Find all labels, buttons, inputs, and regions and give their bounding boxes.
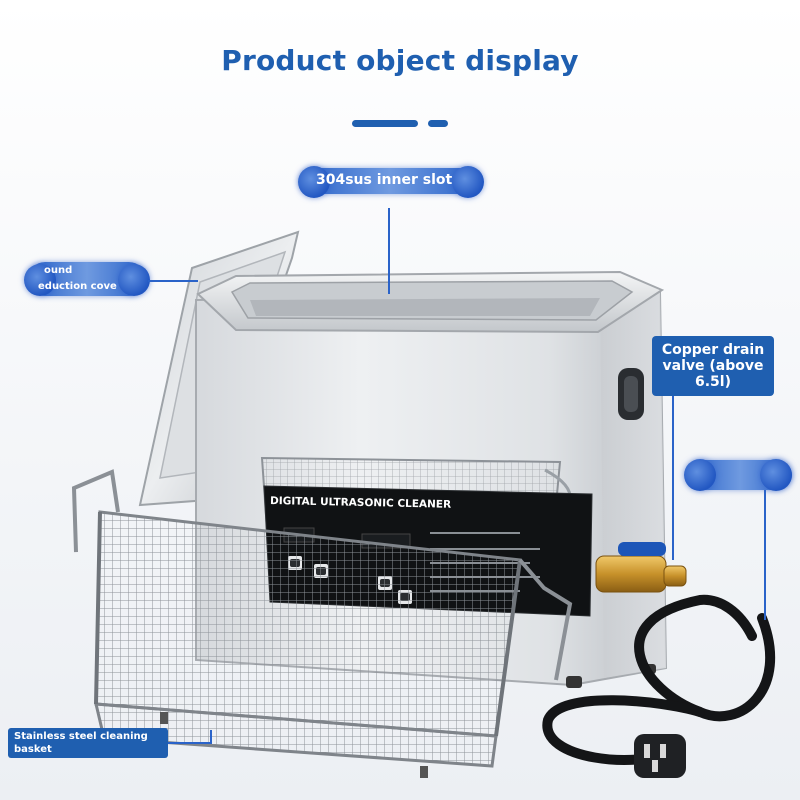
title-underline-long	[352, 120, 418, 127]
drain-valve-callout-label: Copper drain valve (above 6.5l)	[661, 342, 765, 390]
cover-callout-label-line2: eduction cove	[38, 281, 117, 292]
inner-slot-callout-label: 304sus inner slot	[316, 172, 453, 188]
basket-callout-label-line2: basket	[14, 744, 52, 755]
basket-callout-box	[8, 728, 168, 758]
drain-valve-callout-box	[652, 336, 774, 396]
page-title: Product object display	[221, 44, 579, 77]
power-cord-callout-dot-right	[760, 459, 792, 491]
cover-callout-label-line1: ound	[44, 265, 73, 276]
copper-drain-valve	[595, 542, 687, 593]
cover-callout-dot-left	[24, 264, 56, 296]
control-panel-label: DIGITAL ULTRASONIC CLEANER	[270, 495, 451, 511]
basket-callout-label-line1: Stainless steel cleaning	[14, 731, 148, 742]
power-cord-callout-dot-left	[684, 459, 716, 491]
inner-slot-callout-dot-left	[298, 166, 330, 198]
title-underline-short	[428, 120, 448, 127]
basket-leader-line	[168, 742, 212, 744]
inner-slot-leader-line	[388, 208, 390, 294]
basket-leader-drop	[210, 730, 212, 744]
power-cord	[542, 594, 776, 778]
cover-callout-dot-right	[118, 264, 150, 296]
cover-leader-line	[148, 280, 198, 282]
drain-valve-leader-line	[672, 396, 674, 560]
inner-slot-callout-dot-right	[452, 166, 484, 198]
stainless-steel-cleaning-basket	[71, 469, 573, 778]
power-cord-leader-line	[764, 490, 766, 620]
inner-slot-callout-pill	[300, 168, 480, 194]
